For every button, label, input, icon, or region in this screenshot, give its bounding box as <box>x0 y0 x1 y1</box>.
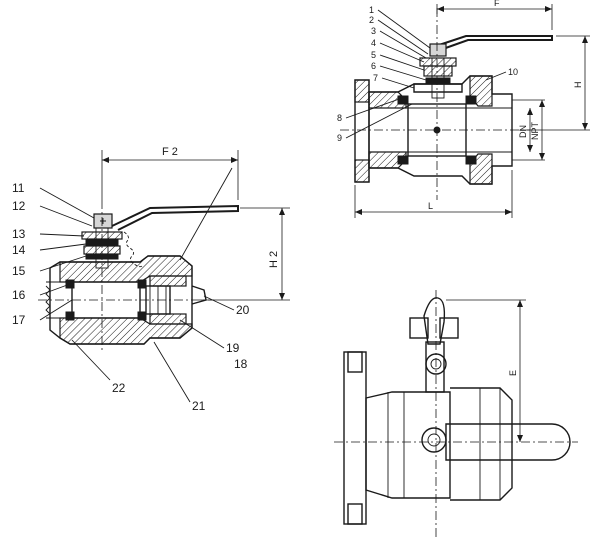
dimension-f2-label: F 2 <box>162 146 178 158</box>
dimension-dn-label: DN <box>518 125 528 138</box>
callout-8: 8 <box>337 113 342 123</box>
dimension-e-label: E <box>508 370 518 376</box>
callout-18: 18 <box>234 357 248 371</box>
callout-3: 3 <box>371 26 376 36</box>
callout-21: 21 <box>192 399 206 413</box>
valve-body <box>368 75 513 185</box>
dimension-h2-label: H 2 <box>268 251 280 268</box>
side-handle-top <box>423 297 446 345</box>
bottom-right-valve-elevation: E <box>334 290 578 540</box>
callout-16: 16 <box>12 288 26 302</box>
callout-19: 19 <box>226 341 240 355</box>
top-right-valve-section: 1 2 3 4 5 6 7 8 9 10 F H DN NPT L <box>337 0 590 218</box>
side-body <box>365 391 451 499</box>
seat-upper-left <box>397 95 409 105</box>
callout-9: 9 <box>337 133 342 143</box>
dimension-l-label: L <box>428 201 433 211</box>
drain-plug <box>191 285 207 305</box>
callout-11: 11 <box>12 181 25 195</box>
callout-14: 14 <box>12 243 26 257</box>
callout-1: 1 <box>369 5 374 15</box>
left-valve-section: 11 12 13 14 15 16 17 18 19 20 21 22 F 2 … <box>12 146 290 413</box>
lever-handle <box>435 35 553 51</box>
callout-12: 12 <box>12 199 26 213</box>
callout-7: 7 <box>373 73 378 83</box>
packing <box>425 77 451 84</box>
side-end-cap <box>450 387 513 501</box>
seat-lower-left <box>397 155 409 165</box>
callout-4: 4 <box>371 38 376 48</box>
lever-handle-2 <box>111 204 239 231</box>
callout-2: 2 <box>369 15 374 25</box>
stem-nut <box>429 43 447 57</box>
callout-22: 22 <box>112 381 126 395</box>
seat-upper-right <box>465 95 477 105</box>
callout-17: 17 <box>12 313 26 327</box>
callout-10: 10 <box>508 67 518 77</box>
side-lever <box>445 423 571 461</box>
callout-13: 13 <box>12 227 26 241</box>
callout-6: 6 <box>371 61 376 71</box>
seat-lower-right <box>465 155 477 165</box>
dimension-npt-label: NPT <box>530 121 540 140</box>
callout-15: 15 <box>12 264 26 278</box>
stem-washer <box>419 57 457 67</box>
side-flange <box>343 351 367 525</box>
dimension-h-label: H <box>573 82 583 89</box>
dimension-f-label: F <box>494 0 500 8</box>
packing-gland <box>423 65 453 77</box>
callout-5: 5 <box>371 50 376 60</box>
side-knob <box>421 427 447 453</box>
callout-20: 20 <box>236 303 250 317</box>
bonnet-neck <box>413 83 463 93</box>
side-stem <box>425 341 445 393</box>
